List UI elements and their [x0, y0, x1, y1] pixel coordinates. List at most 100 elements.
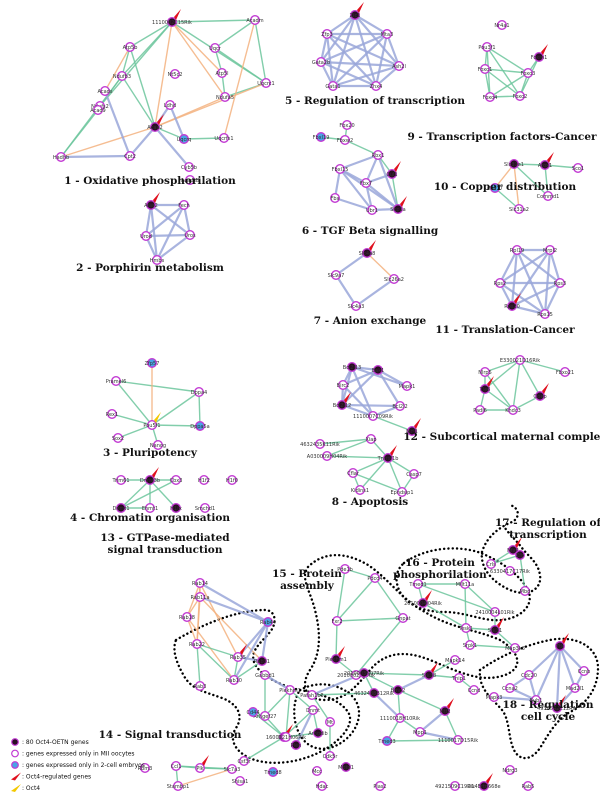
gene-node — [260, 670, 271, 681]
gene-node — [450, 655, 461, 666]
node-birc2: Birc2 — [337, 380, 349, 391]
gene-label: Zic1 — [350, 13, 361, 19]
gene-label: Rab5 — [522, 784, 535, 790]
gene-label: Fbxw2 — [337, 138, 353, 144]
network-edge — [354, 14, 400, 67]
oct4-regulated-marker — [338, 646, 345, 657]
gene-node — [146, 358, 157, 369]
node-pdcd4: Pdcd4 — [367, 573, 383, 584]
gene-node — [490, 607, 501, 618]
gene-label: Mrpl2 — [543, 248, 557, 254]
gene-label: Acads — [98, 89, 113, 95]
gene-label: Uros — [184, 233, 196, 239]
network-edge — [350, 366, 375, 417]
network-edge — [320, 60, 400, 68]
network-edge — [341, 369, 379, 406]
gene-node — [166, 17, 177, 28]
gene-node — [340, 134, 351, 145]
node-pias2: Pias2 — [373, 781, 387, 792]
oct4-regulated-marker — [515, 537, 522, 548]
gene-node — [260, 711, 271, 722]
gene-node — [322, 451, 333, 462]
network-edge — [359, 457, 389, 491]
network-edge — [397, 674, 430, 691]
gene-label: Rab31 — [254, 659, 270, 665]
network-edge — [60, 154, 131, 159]
gene-node — [56, 151, 67, 162]
gene-label: Mad2l1 — [566, 686, 584, 692]
network-edge — [385, 33, 401, 67]
node-fbxo21: Fbxo21 — [556, 367, 574, 378]
gene-node — [485, 91, 496, 102]
gene-node — [489, 692, 500, 703]
node-rab35: Rab35 — [230, 644, 247, 663]
gene-label: 4632438B12Rik — [354, 691, 394, 697]
network-edge — [115, 380, 153, 426]
node-trim61: Trim61 — [112, 475, 130, 486]
gene-label: Zhx4 — [370, 84, 383, 90]
gene-label: Ndrg3 — [502, 768, 517, 774]
network-edge — [260, 621, 270, 662]
gene-label: 1600021H06Rik — [266, 735, 306, 741]
node-dnmt3b: Dnmt3b — [140, 467, 160, 486]
node-acadsb: Acadsb — [181, 174, 199, 185]
gene-label: Rps2 — [494, 281, 506, 287]
gene-label: Ttk — [555, 644, 564, 650]
oct4-regulated-marker — [487, 376, 494, 387]
network-edge — [513, 163, 546, 166]
network-edge — [154, 82, 267, 128]
network-edge — [374, 33, 389, 87]
network-edge — [484, 359, 521, 390]
gene-label: Atox1 — [538, 163, 552, 169]
gene-label: Cbx3 — [170, 478, 183, 484]
network-edge — [376, 154, 400, 210]
gene-node — [216, 67, 227, 78]
node-rps2: Rps2 — [494, 278, 506, 289]
gene-node — [460, 579, 471, 590]
network-edge — [484, 388, 514, 411]
module-title-m5: 5 - Regulation of transcription — [285, 95, 465, 107]
gene-node — [475, 405, 486, 416]
gene-node — [226, 475, 237, 486]
gene-label: Fbx7 — [360, 181, 372, 187]
gene-label: Zfp3 — [321, 32, 333, 38]
cluster-outline — [480, 503, 542, 595]
network-edge — [254, 19, 267, 84]
gene-node — [181, 612, 192, 623]
gene-node — [183, 161, 194, 172]
gene-node — [510, 643, 521, 654]
network-edge — [149, 204, 159, 261]
gene-label: A030009H04Rik — [307, 454, 347, 460]
network-edge — [60, 75, 123, 158]
node-mapk3: Mapk3 — [486, 692, 502, 703]
gene-label: Ldhd — [164, 103, 176, 109]
gene-label: Xiap — [365, 437, 376, 443]
gene-label: Fxr2 — [331, 619, 342, 625]
gene-node — [486, 559, 497, 570]
gene-node — [362, 247, 373, 258]
gene-node — [413, 579, 424, 590]
node-slc31a2: Slc31a2 — [509, 203, 529, 214]
gene-node — [393, 685, 404, 696]
gene-label: D14Ertd668e — [467, 784, 500, 790]
network-edge — [121, 46, 131, 77]
oct4-regulated-marker — [425, 590, 432, 601]
gene-node — [291, 740, 302, 751]
network-edge — [326, 32, 400, 68]
node-uros: Uros — [184, 229, 196, 240]
gene-label: 1110002C15Rik — [152, 20, 192, 26]
gene-node — [191, 639, 202, 650]
node-fbxw2: Fbxw2 — [337, 134, 353, 145]
gene-node — [555, 641, 566, 652]
network-edge — [519, 359, 566, 373]
network-edge — [151, 424, 201, 427]
node-tle6: Tle6 — [479, 376, 494, 395]
node-slc26a2: Slc26a2 — [384, 274, 404, 285]
gene-label: Trim61 — [112, 478, 130, 484]
gene-label: Acaa2 — [147, 125, 162, 131]
gene-label: Hdac — [316, 784, 329, 790]
gene-label: Nanog — [150, 443, 166, 449]
node-rab10: Rab10 — [226, 675, 242, 686]
gene-label: 6330417C17Rik — [490, 569, 530, 575]
